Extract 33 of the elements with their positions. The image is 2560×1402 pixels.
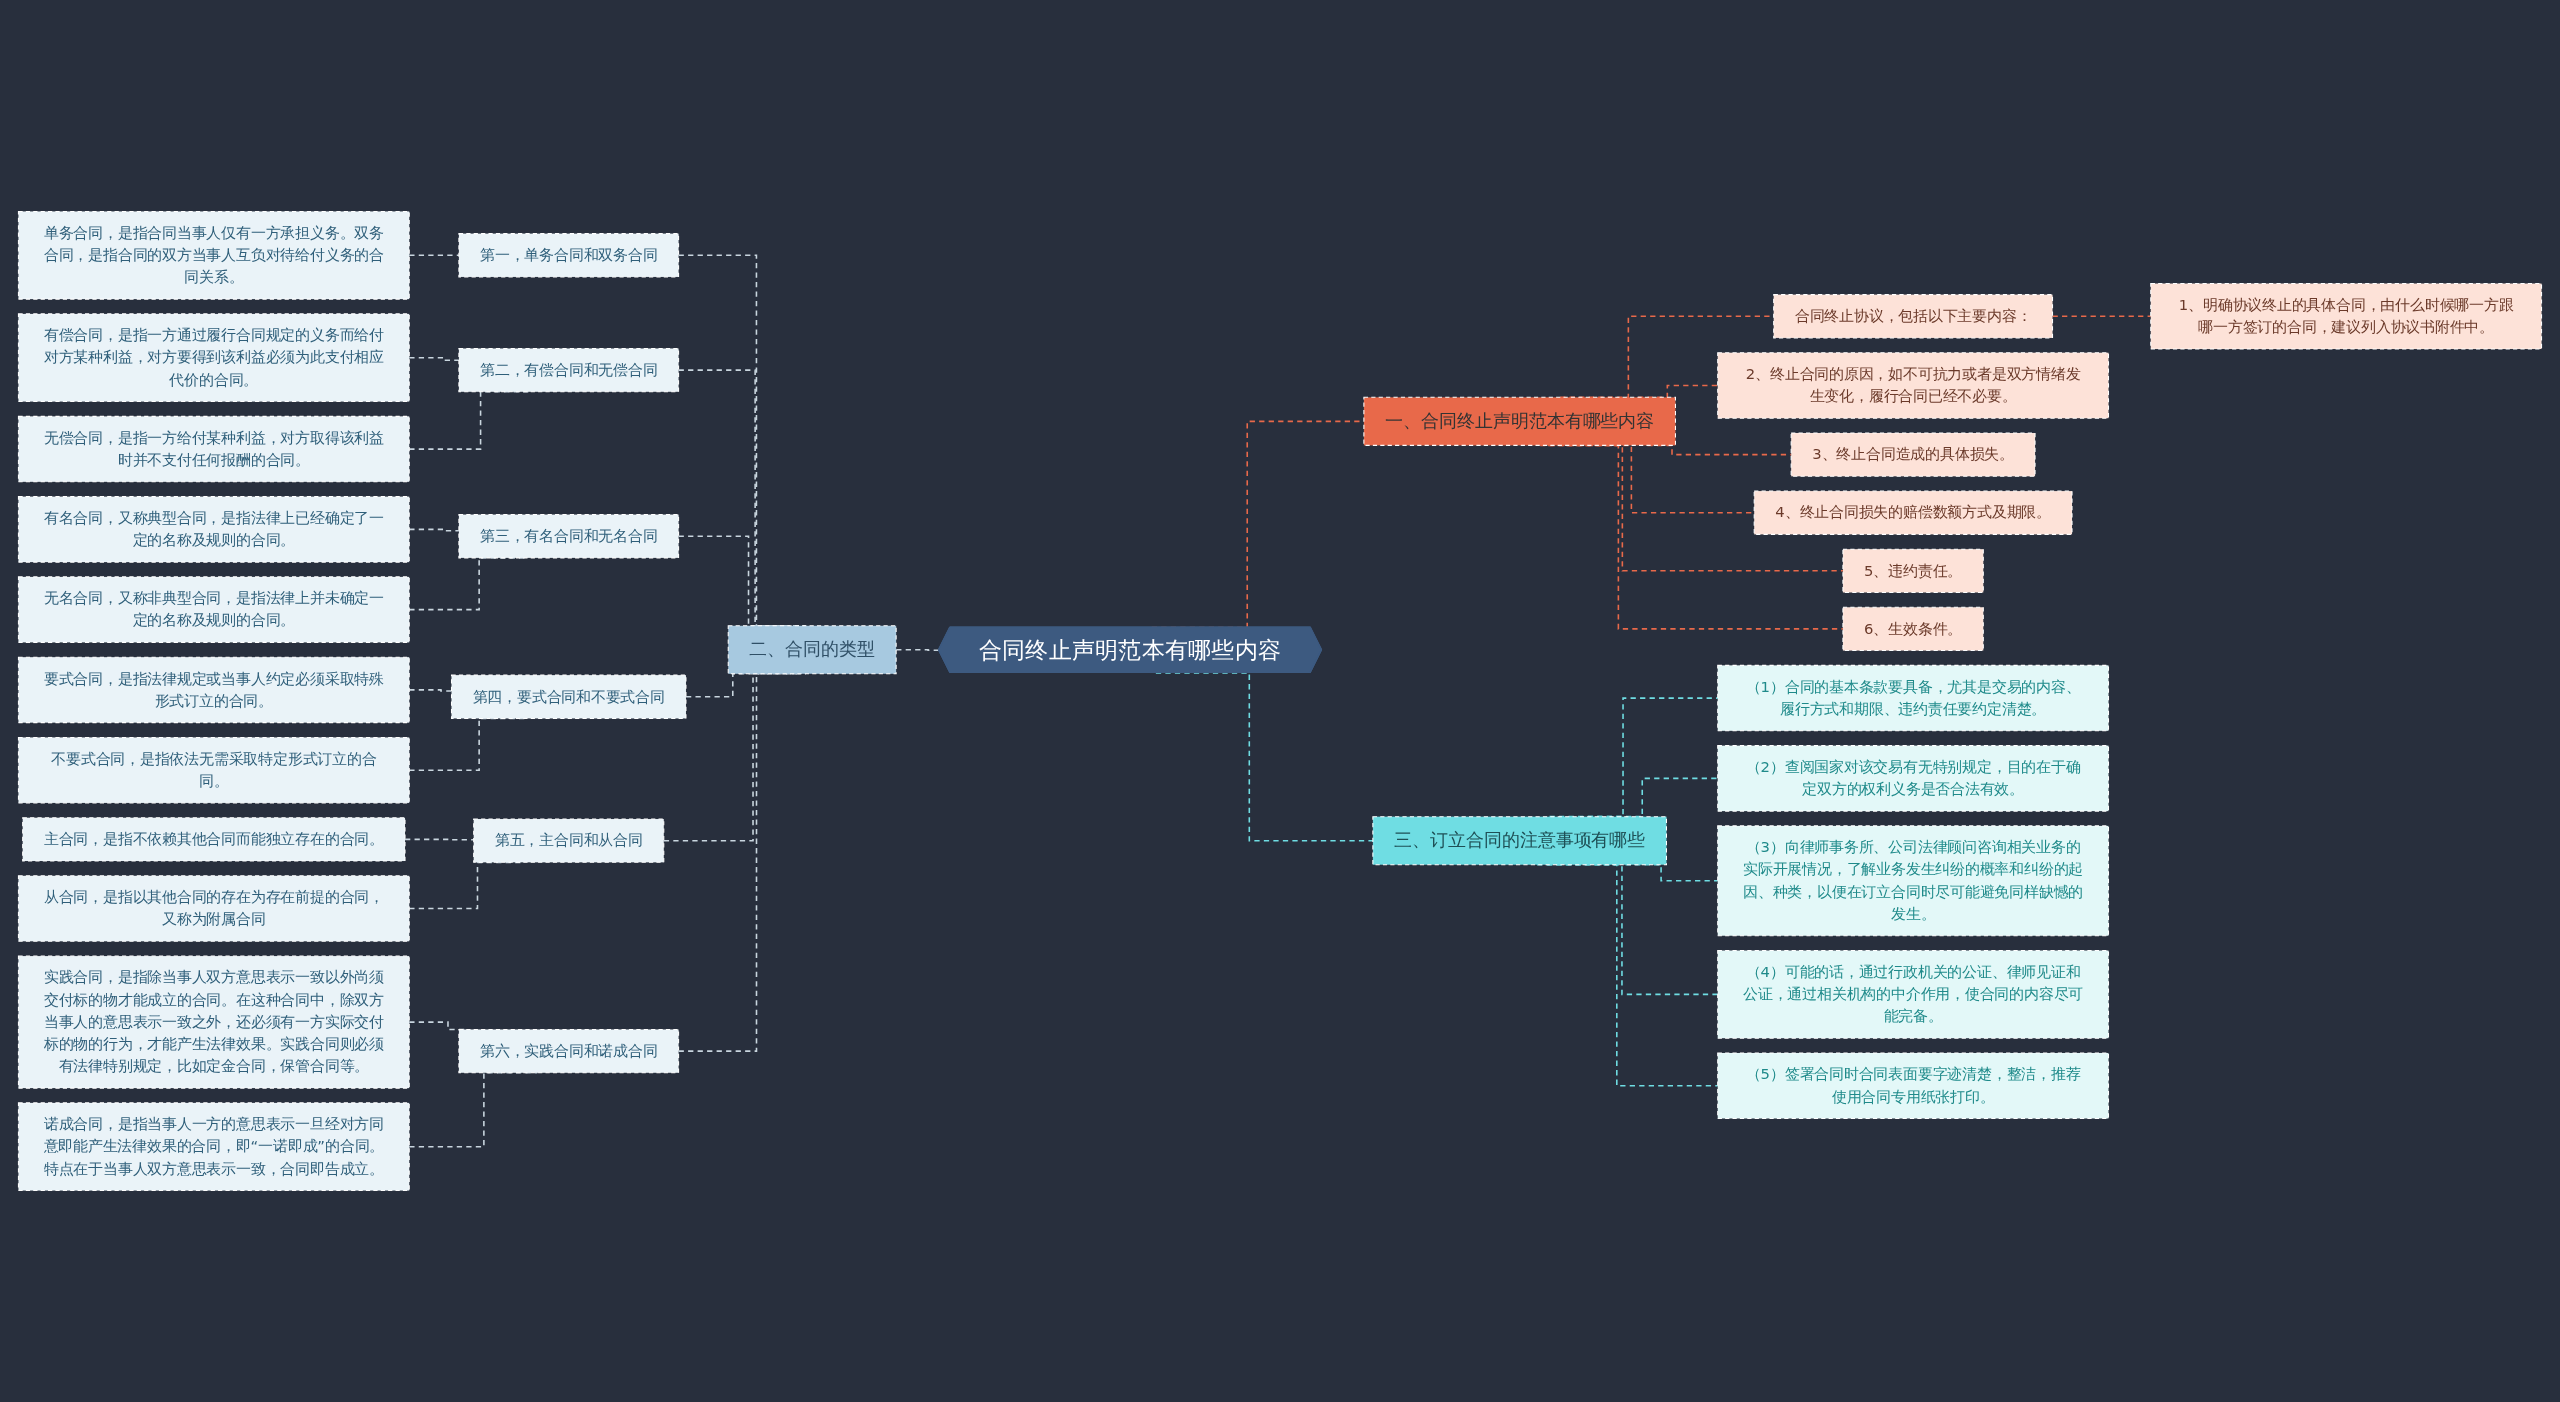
node-box: 要式合同，是指法律规定或当事人约定必须采取特殊形式订立的合同。 — [17, 656, 410, 724]
node-box: 有名合同，又称典型合同，是指法律上已经确定了一定的名称及规则的合同。 — [17, 496, 410, 563]
node-box: 实践合同，是指除当事人双方意思表示一致以外尚须交付标的物才能成立的合同。在这种合同中，除双方当事人的意思表示一致之外，还必须有一方实际交付标的物的行为，才能产生法律效果。实践合同则必须有法律特别规定，比如定金合同，保管合同等。 — [17, 955, 410, 1089]
connector — [404, 838, 475, 841]
node-box: 第一，单务合同和双务合同 — [458, 233, 680, 278]
node-box: 二、合同的类型 — [727, 625, 897, 675]
node-box: 第三，有名合同和无名合同 — [458, 514, 680, 559]
node-box: 3、终止合同造成的具体损失。 — [1790, 432, 2036, 477]
node-box: 不要式合同，是指依法无需采取特定形式订立的合同。 — [17, 736, 410, 804]
node-box: 诺成合同，是指当事人一方的意思表示一旦经对方同意即能产生法律效果的合同，即“一诺即成”的合同。特点在于当事人双方意思表示一致，合同即告成立。 — [17, 1102, 410, 1192]
node-box: 从合同，是指以其他合同的存在为存在前提的合同，又称为附属合同 — [17, 875, 410, 942]
node-box: 5、违约责任。 — [1842, 548, 1984, 593]
node-box: 6、生效条件。 — [1842, 606, 1984, 652]
node-box: 第二，有偿合同和无偿合同 — [458, 347, 680, 393]
node-box: 无名合同，又称非典型合同，是指法律上并未确定一定的名称及规则的合同。 — [17, 576, 410, 643]
node-box: 第五，主合同和从合同 — [473, 818, 665, 863]
node-box: （4）可能的话，通过行政机关的公证、律师见证和公证，通过相关机构的中介作用，使合同的内容尽可能完备。 — [1717, 950, 2110, 1039]
node-box: （1）合同的基本条款要具备，尤其是交易的内容、履行方式和期限、违约责任要约定清楚。 — [1717, 664, 2110, 732]
node-box: （2）查阅国家对该交易有无特别规定，目的在于确定双方的权利义务是否合法有效。 — [1717, 745, 2110, 812]
node-box: 一、合同终止声明范本有哪些内容 — [1363, 396, 1676, 446]
node-box: 4、终止合同损失的赔偿数额方式及期限。 — [1753, 490, 2073, 535]
node-box: 1、明确协议终止的具体合同，由什么时候哪一方跟哪一方签订的合同，建议列入协议书附件中。 — [2150, 283, 2543, 350]
node-box: 主合同，是指不依赖其他合同而能独立存在的合同。 — [22, 817, 406, 862]
node-box: 有偿合同，是指一方通过履行合同规定的义务而给付对方某种利益，对方要得到该利益必须为此支付相应代价的合同。 — [17, 313, 410, 403]
node-box: 2、终止合同的原因，如不可抗力或者是双方情绪发生变化，履行合同已经不必要。 — [1717, 352, 2110, 419]
node-box: 第四，要式合同和不要式合同 — [450, 674, 687, 719]
node-box: 单务合同，是指合同当事人仅有一方承担义务。双务合同，是指合同的双方当事人互负对待给付义务的合同关系。 — [17, 210, 410, 300]
node-box: 第六，实践合同和诺成合同 — [458, 1028, 680, 1074]
node-box: 合同终止协议，包括以下主要内容： — [1773, 294, 2054, 339]
node-box: （5）签署合同时合同表面要字迹清楚，整洁，推荐使用合同专用纸张打印。 — [1717, 1052, 2110, 1119]
node-box: （3）向律师事务所、公司法律顾问咨询相关业务的实际开展情况，了解业务发生纠纷的概率和纠纷的起因、种类，以便在订立合同时尽可能避免同样缺憾的发生。 — [1717, 825, 2110, 937]
node-box: 三、订立合同的注意事项有哪些 — [1372, 816, 1667, 866]
node-box: 无偿合同，是指一方给付某种利益，对方取得该利益时并不支付任何报酬的合同。 — [17, 415, 410, 483]
